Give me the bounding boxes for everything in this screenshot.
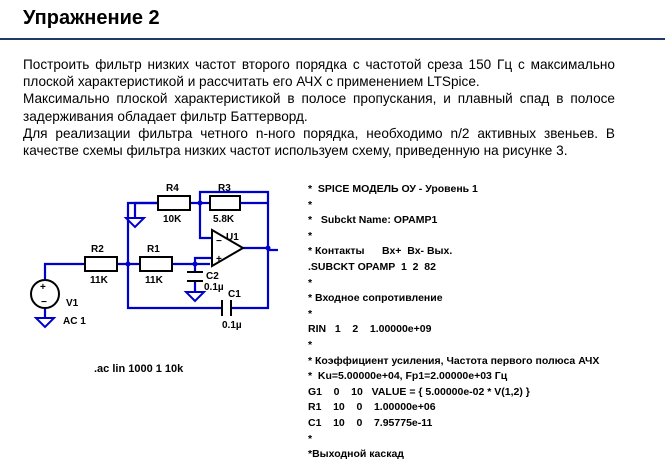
c1-label: C1 (228, 289, 241, 300)
v1-label: V1 (66, 298, 79, 309)
netlist-line: * SPICE МОДЕЛЬ ОУ - Уровень 1 (308, 183, 478, 195)
netlist-line: * Входное сопротивление (308, 292, 443, 305)
r1-resistor (139, 256, 173, 272)
v1-value: AC 1 (63, 316, 86, 327)
netlist-line: * (308, 276, 313, 289)
paragraph-task: Построить фильтр низких частот второго п… (23, 57, 615, 90)
netlist-line: * (308, 229, 313, 242)
r3-value: 5.8K (213, 214, 235, 225)
c1-value: 0.1µ (222, 320, 242, 331)
r1-value: 11K (145, 275, 164, 286)
r2-label: R2 (91, 244, 104, 255)
r1-label: R1 (147, 244, 160, 255)
exercise-text: Построить фильтр низких частот второго п… (23, 56, 615, 159)
netlist-line: * (308, 338, 313, 351)
junction-dots (125, 200, 271, 267)
r3-label: R3 (218, 183, 231, 194)
ground-icon (183, 291, 207, 303)
header-divider (0, 38, 665, 40)
u1-plus-sign: + (216, 254, 222, 265)
netlist-line: * (308, 198, 313, 211)
netlist-line: * (308, 432, 313, 445)
netlist-line: G1 0 10 VALUE = { 5.00000e-02 * V(1,2) } (308, 385, 530, 398)
u1-minus-sign: − (216, 236, 222, 247)
u1-opamp (211, 228, 245, 268)
v1-minus-sign: − (41, 297, 47, 308)
c2-label: C2 (206, 271, 219, 282)
r2-value: 11K (90, 275, 109, 286)
r4-resistor (157, 195, 191, 211)
u1-label: U1 (226, 232, 239, 243)
paragraph-schema: Для реализации фильтра четного n-ного по… (23, 125, 615, 159)
paragraph-butterworth: Максимально плоской характеристикой в по… (23, 91, 615, 124)
netlist-line: R1 10 0 1.00000e+06 (308, 401, 436, 414)
netlist-line: *Выходной каскад (308, 448, 404, 461)
v1-plus-sign: + (40, 282, 46, 293)
netlist-line: * (308, 307, 313, 320)
netlist-line: .SUBCKT OPAMP 1 2 82 (308, 260, 436, 273)
r3-resistor (209, 195, 241, 211)
netlist-line: * Контакты Вх+ Вх- Вых. (308, 245, 453, 258)
spice-netlist: * SPICE МОДЕЛЬ ОУ - Уровень 1 * * Subckt… (308, 182, 665, 463)
ground-icon (33, 317, 57, 329)
r4-label: R4 (166, 183, 179, 194)
ac-analysis-command: .ac lin 1000 1 10k (94, 363, 184, 375)
ground-icon (123, 217, 147, 229)
r4-value: 10K (163, 214, 182, 225)
c2-value: 0.1µ (204, 282, 224, 293)
v1-source (30, 279, 60, 309)
netlist-line: * Subckt Name: OPAMP1 (308, 214, 438, 227)
netlist-line: * Ku=5.00000e+04, Fp1=2.00000e+03 Гц (308, 370, 508, 383)
filter-schematic: R4 10K R3 5.8K R2 11K R1 11K − + U1 C2 0… (30, 183, 278, 331)
r2-resistor (84, 256, 118, 272)
netlist-line: RIN 1 2 1.00000e+09 (308, 323, 432, 336)
netlist-line: C1 10 0 7.95775e-11 (308, 416, 433, 429)
netlist-line: * Коэффициент усиления, Частота первого … (308, 354, 600, 367)
page-title: Упражнение 2 (23, 7, 160, 29)
